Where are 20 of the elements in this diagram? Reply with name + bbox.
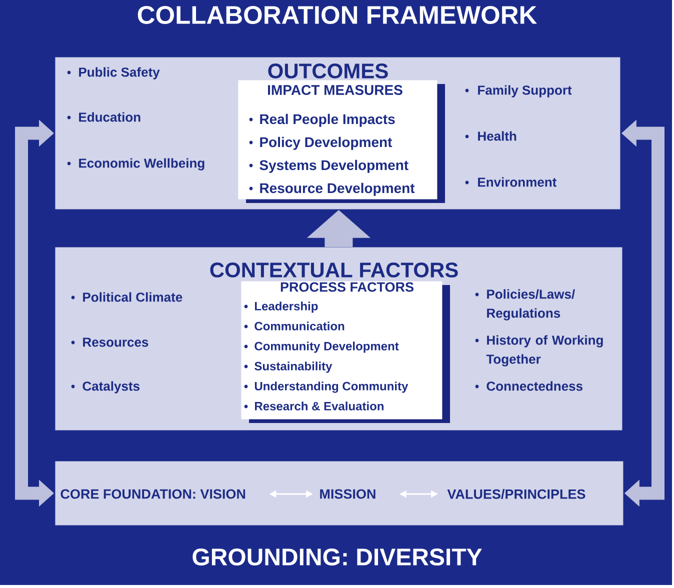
heading: CONTEXTUAL FACTORS (210, 262, 458, 278)
text-label: MISSION (320, 489, 376, 499)
heading: OUTCOMES (268, 64, 388, 78)
list-item: Economic Wellbeing (79, 158, 204, 170)
list-item: Resources (83, 338, 148, 347)
footer-heading: GROUNDING: DIVERSITY (192, 548, 482, 566)
list-item: Public Safety (79, 67, 160, 80)
list-item: Political Climate (83, 292, 182, 302)
title: COLLABORATION FRAMEWORK (138, 6, 537, 24)
text-label: CORE FOUNDATION: VISION (60, 489, 246, 499)
list-item: Connectedness (486, 381, 582, 391)
list-item: Family Support (478, 85, 572, 98)
band (55, 461, 624, 526)
list-item: History of Working Together (486, 335, 603, 366)
text-label: VALUES/PRINCIPLES (447, 488, 586, 500)
list-item: Catalysts (82, 381, 140, 394)
list-item: Education (79, 112, 140, 122)
list-item: Environment (478, 177, 556, 187)
list-item: Policies/Laws/ Regulations (487, 289, 575, 320)
list-item: Health (478, 131, 516, 141)
